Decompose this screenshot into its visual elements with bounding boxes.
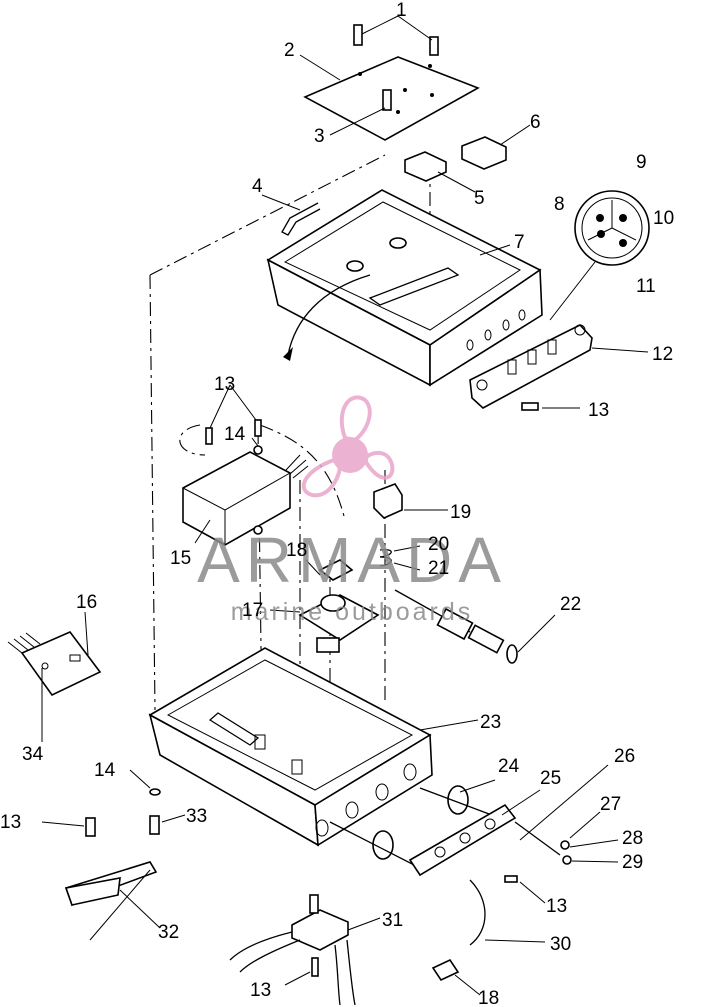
callout-label: 13: [588, 400, 609, 421]
callout-label: 11: [636, 276, 656, 297]
rotation-arrow: [287, 274, 371, 356]
bracket-screw: [521, 402, 539, 411]
washer: [560, 840, 570, 850]
leader-lines: [41, 15, 649, 996]
screw: [311, 957, 319, 977]
callout-label: 34: [22, 744, 44, 765]
connector-plug: [574, 190, 650, 266]
propeller-logo: [301, 395, 395, 498]
circuit-board: [7, 631, 102, 697]
mounting-bracket: [469, 324, 593, 409]
callout-label: 5: [474, 188, 485, 209]
callout-label: 25: [540, 768, 561, 789]
washer: [149, 788, 161, 796]
ground-wire: [469, 879, 486, 946]
callout-label: 21: [428, 558, 449, 579]
screw: [85, 817, 96, 837]
callout-label: 19: [450, 502, 471, 523]
relay: [373, 483, 403, 519]
callout-label: 13: [250, 980, 271, 1001]
spring: [379, 548, 392, 567]
cover-plate-small: [408, 803, 517, 877]
callout-label: 13: [214, 374, 235, 395]
callout-label: 13: [546, 896, 567, 917]
terminal-block: [229, 894, 356, 1006]
assembly-line-left: [149, 154, 386, 711]
callout-label: 12: [652, 344, 673, 365]
callout-label: 16: [76, 592, 97, 613]
wire: [514, 821, 561, 856]
upper-housing: [266, 189, 543, 387]
relay-block: [404, 136, 507, 182]
callout-label: 14: [94, 760, 116, 781]
callout-label: 2: [284, 40, 295, 61]
plug-line: [549, 261, 596, 321]
callout-label: 9: [636, 152, 647, 173]
callout-label: 33: [186, 806, 207, 827]
callout-label: 23: [480, 712, 501, 733]
callout-label: 10: [653, 208, 674, 229]
strap-bracket: [64, 861, 158, 907]
callout-label: 20: [428, 534, 449, 555]
callout-label: 15: [170, 548, 191, 569]
watermark-brand: ARMADA: [197, 524, 507, 596]
callout-label: 18: [478, 988, 499, 1007]
callout-label: 18: [286, 540, 307, 561]
watermark: ARMADA marine outboards: [197, 395, 507, 626]
callout-label: 26: [614, 746, 635, 767]
clamp-assembly: [298, 559, 380, 653]
callout-label: 4: [252, 176, 263, 197]
hex-key: [281, 202, 321, 236]
callouts: 1 2 3 4 5 6 7 8 9 10 11 12 13 13 13 14 1…: [0, 0, 674, 1007]
ignition-module: [182, 451, 309, 546]
callout-label: 3: [314, 126, 325, 147]
callout-label: 28: [622, 828, 643, 849]
callout-label: 6: [530, 112, 541, 133]
callout-label: 13: [0, 812, 21, 833]
callout-label: 30: [550, 934, 571, 955]
plate-screw: [504, 875, 518, 883]
callout-label: 31: [382, 910, 403, 931]
screw: [205, 419, 263, 535]
callout-label: 14: [224, 424, 246, 445]
callout-label: 24: [498, 756, 520, 777]
callout-label: 32: [158, 922, 179, 943]
stud: [149, 815, 160, 835]
callout-label: 27: [600, 794, 621, 815]
cable-connector: [394, 589, 518, 664]
callout-label: 1: [396, 0, 407, 21]
callout-label: 29: [622, 852, 643, 873]
callout-label: 7: [514, 232, 525, 253]
watermark-tagline: marine outboards: [231, 598, 474, 626]
callout-label: 17: [242, 600, 263, 621]
lower-housing: [148, 647, 433, 847]
callout-label: 22: [560, 594, 581, 615]
cap: [431, 958, 460, 982]
mount-loop: [179, 424, 346, 521]
callout-label: 8: [554, 194, 565, 215]
nut: [562, 855, 572, 865]
screw: [353, 24, 439, 111]
